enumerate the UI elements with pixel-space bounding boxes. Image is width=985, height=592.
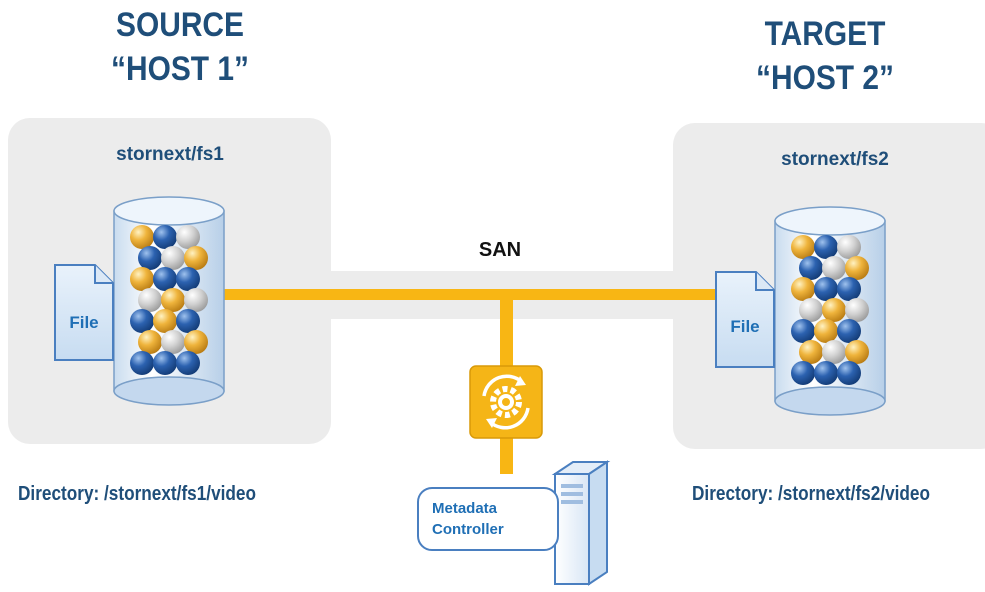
orb-blue: [837, 361, 861, 385]
orb-gold: [845, 256, 869, 280]
orb-blue: [814, 235, 838, 259]
controller-label-line1: Metadata: [432, 500, 498, 517]
source-title: SOURCE: [115, 6, 245, 44]
orb-blue: [814, 361, 838, 385]
orb-gold: [814, 319, 838, 343]
orb-gray: [138, 288, 162, 312]
orb-gold: [138, 330, 162, 354]
target-host-name: “HOST 2”: [756, 59, 894, 97]
orb-blue: [176, 309, 200, 333]
orb-blue: [799, 256, 823, 280]
metadata-controller-label-card: Metadata Controller: [417, 487, 559, 551]
host1-database-icon: [113, 196, 225, 406]
source-host-name: “HOST 1”: [111, 50, 249, 88]
orb-gold: [184, 246, 208, 270]
orb-gold: [791, 235, 815, 259]
host1-directory-label: Directory: /stornext/fs1/video: [18, 483, 257, 505]
orb-gray: [822, 256, 846, 280]
host1-fs-label: stornext/fs1: [116, 144, 224, 165]
orb-gray: [822, 340, 846, 364]
orb-gray: [799, 298, 823, 322]
host2-file-icon: File: [715, 271, 775, 368]
san-label: SAN: [478, 239, 522, 261]
orb-gold: [130, 267, 154, 291]
host1-file-icon: File: [54, 264, 114, 361]
orb-gray: [176, 225, 200, 249]
host1-file-label: File: [69, 313, 98, 332]
orb-gray: [837, 235, 861, 259]
orb-blue: [814, 277, 838, 301]
orb-gray: [161, 330, 185, 354]
host2-directory-label: Directory: /stornext/fs2/video: [692, 483, 931, 505]
orb-gold: [845, 340, 869, 364]
orb-blue: [153, 267, 177, 291]
orb-gold: [799, 340, 823, 364]
orb-gold: [161, 288, 185, 312]
server-tower-icon: [551, 460, 611, 586]
orb-blue: [153, 351, 177, 375]
orb-blue: [176, 351, 200, 375]
orb-gray: [161, 246, 185, 270]
orb-gray: [184, 288, 208, 312]
host2-database-icon: [774, 206, 886, 416]
target-heading: TARGET “HOST 2”: [719, 12, 930, 100]
orb-blue: [837, 319, 861, 343]
orb-gray: [845, 298, 869, 322]
orb-blue: [791, 319, 815, 343]
orb-blue: [837, 277, 861, 301]
target-title: TARGET: [764, 15, 886, 53]
orb-gold: [184, 330, 208, 354]
orb-blue: [130, 309, 154, 333]
orb-blue: [176, 267, 200, 291]
source-heading: SOURCE “HOST 1”: [74, 3, 285, 91]
controller-label-line2: Controller: [432, 521, 504, 538]
orb-blue: [138, 246, 162, 270]
orb-blue: [791, 361, 815, 385]
orb-gold: [791, 277, 815, 301]
host2-file-label: File: [730, 317, 759, 336]
san-link-horizontal: [222, 289, 720, 300]
orb-gold: [130, 225, 154, 249]
sync-gear-icon: [469, 365, 543, 439]
orb-gold: [153, 309, 177, 333]
orb-blue: [130, 351, 154, 375]
orb-gold: [822, 298, 846, 322]
orb-blue: [153, 225, 177, 249]
host2-fs-label: stornext/fs2: [781, 149, 889, 170]
